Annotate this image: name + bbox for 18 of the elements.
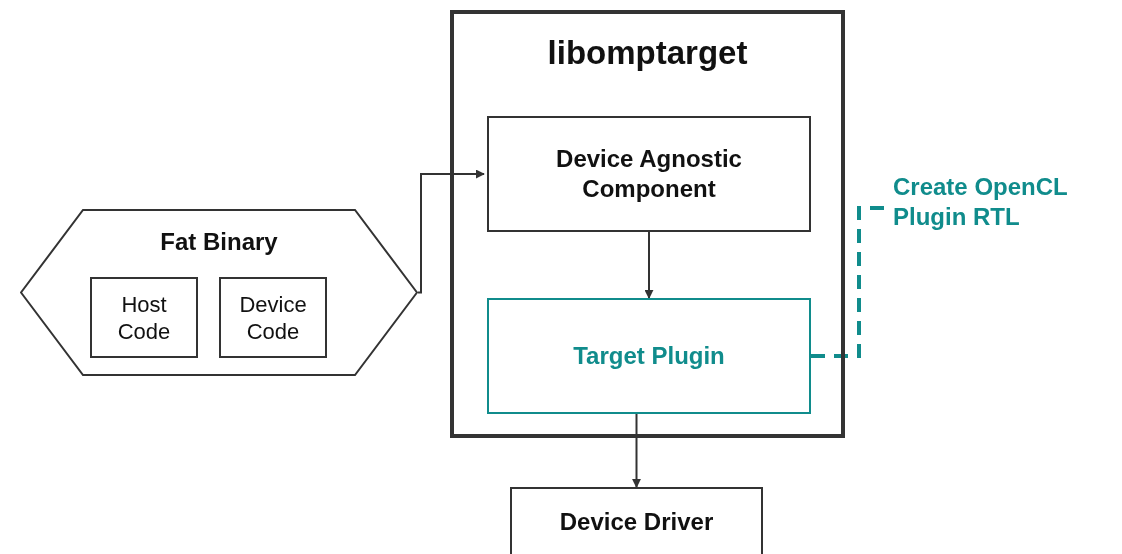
component-box (510, 487, 763, 554)
library-frame (450, 10, 845, 438)
box-title: libomptarget (546, 33, 749, 73)
arrow (644, 231, 654, 299)
box-title: Fat Binary (159, 227, 279, 257)
annotation-text: Create OpenCL Plugin RTL (893, 172, 1069, 232)
code-box (90, 277, 198, 358)
box-label: Device Driver (558, 507, 715, 537)
component-box (487, 116, 811, 232)
box-label: Device Agnostic Component (555, 144, 743, 204)
code-box (219, 277, 327, 358)
hexagon-shape (20, 209, 418, 376)
arrow (632, 413, 641, 488)
box-label: Host Code (116, 290, 172, 345)
plugin-box (487, 298, 811, 414)
box-label: Target Plugin (572, 341, 726, 371)
box-label: Device Code (238, 290, 308, 345)
arrow (417, 169, 485, 294)
